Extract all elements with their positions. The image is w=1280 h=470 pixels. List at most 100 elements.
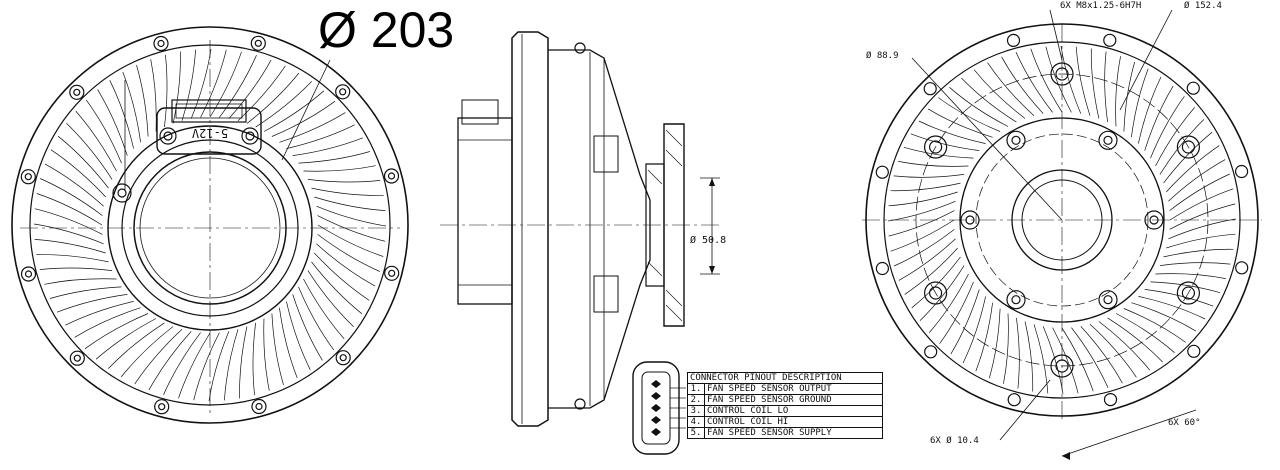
connector-pin xyxy=(651,392,661,400)
sensor-screw xyxy=(112,183,132,203)
rim-hole-center xyxy=(158,403,166,411)
cooling-fin xyxy=(1033,324,1049,394)
cooling-fin xyxy=(1163,131,1213,184)
cooling-fin xyxy=(120,326,174,378)
rim-hole xyxy=(875,261,890,276)
bolt-hole-inner xyxy=(1181,140,1196,154)
pilot-hole-inner xyxy=(1103,295,1113,305)
cooling-fin xyxy=(898,238,956,281)
cooling-fin xyxy=(1166,145,1220,193)
cooling-fin xyxy=(84,313,149,350)
cooling-fin xyxy=(303,278,345,340)
cooling-fin xyxy=(1003,313,1009,384)
cooling-fin xyxy=(939,281,974,344)
pin-description: FAN SPEED SENSOR SUPPLY xyxy=(704,427,883,439)
cooling-fin xyxy=(890,182,961,192)
connector-pin xyxy=(651,416,661,424)
rim-hole xyxy=(1186,81,1200,95)
cooling-fin xyxy=(292,294,323,361)
rim-hole xyxy=(69,84,85,100)
cooling-fin xyxy=(988,308,1001,379)
cooling-fin xyxy=(34,239,106,254)
pilot-hole xyxy=(1006,290,1026,310)
side-bolt-top xyxy=(574,42,586,54)
bolt-hole xyxy=(1176,281,1201,305)
cooling-fin xyxy=(36,254,109,263)
cooling-fin xyxy=(1144,85,1174,151)
rear-view-clutch xyxy=(862,9,1262,460)
rim-hole xyxy=(335,350,351,366)
cooling-fin xyxy=(1138,76,1162,144)
rim-hole xyxy=(383,168,400,184)
pin-description: CONTROL COIL LO xyxy=(704,405,883,417)
table-row: 1. FAN SPEED SENSOR OUTPUT xyxy=(687,383,883,395)
table-row: 5. FAN SPEED SENSOR SUPPLY xyxy=(687,427,883,439)
cooling-fin xyxy=(1131,302,1197,332)
bolt-hole xyxy=(1176,135,1201,159)
rim-hole xyxy=(69,350,85,366)
cooling-fin xyxy=(918,120,986,144)
rim-hole xyxy=(384,265,400,281)
cooling-fin xyxy=(1115,313,1175,353)
cooling-fin xyxy=(263,318,270,391)
cooling-fin xyxy=(292,137,364,156)
cooling-fin xyxy=(57,135,109,189)
cooling-fin xyxy=(1071,327,1109,388)
cooling-fin xyxy=(237,65,286,121)
bolt-hole-inner xyxy=(928,286,943,300)
rim-hole-center xyxy=(387,172,396,180)
cooling-fin xyxy=(1001,56,1044,114)
rim-hole xyxy=(1234,164,1249,179)
cooling-fin xyxy=(894,229,955,267)
cooling-fin xyxy=(1155,107,1195,167)
rim-hole xyxy=(924,345,938,359)
cooling-fin xyxy=(1090,48,1100,119)
cooling-fin xyxy=(962,296,986,364)
cooling-fin xyxy=(163,332,201,395)
cooling-fin xyxy=(252,322,256,396)
cooling-fin xyxy=(65,301,134,326)
cooling-fin xyxy=(888,210,955,237)
cooling-fin xyxy=(66,123,113,180)
rim-hole xyxy=(1235,261,1249,275)
clutch-body-profile xyxy=(511,31,549,427)
cooling-fin xyxy=(307,179,381,183)
cooling-fin xyxy=(56,294,128,313)
cooling-fin xyxy=(888,191,958,207)
cooling-fin xyxy=(316,205,387,227)
cooling-fin xyxy=(1159,119,1205,175)
pin-number: 2. xyxy=(687,394,705,406)
cooling-fin xyxy=(298,151,370,164)
cooling-fin xyxy=(949,87,1009,127)
cooling-fin xyxy=(314,252,370,301)
fin-pack-profile xyxy=(548,49,651,409)
cooling-fin xyxy=(36,193,103,226)
rim-hole-center xyxy=(157,39,165,48)
pilot-hole-inner xyxy=(1103,135,1113,145)
cooling-fin xyxy=(1061,327,1094,392)
cooling-fin xyxy=(1150,281,1221,294)
cooling-fin xyxy=(193,332,220,401)
cooling-fin xyxy=(122,71,141,143)
cooling-fin xyxy=(1166,233,1236,249)
cooling-fins xyxy=(33,48,387,402)
cooling-fin xyxy=(1169,203,1236,230)
cooling-fin xyxy=(1144,289,1214,307)
cooling-fin xyxy=(1080,326,1123,384)
rim-hole xyxy=(20,169,36,185)
cooling-fin xyxy=(164,54,168,128)
cooling-fin xyxy=(311,187,384,196)
rim-hole-center xyxy=(24,173,32,181)
cooling-fin xyxy=(1052,327,1079,394)
rim-hole xyxy=(251,398,267,415)
rim-hole-center xyxy=(73,354,81,362)
outer-diameter-label: Ø 203 xyxy=(318,2,455,58)
cooling-fin xyxy=(317,234,380,272)
cooling-fin xyxy=(136,65,149,137)
cooling-fin xyxy=(74,307,141,338)
bolt-hole xyxy=(923,281,948,305)
cooling-fin xyxy=(134,329,183,385)
rim-hole xyxy=(335,84,351,100)
